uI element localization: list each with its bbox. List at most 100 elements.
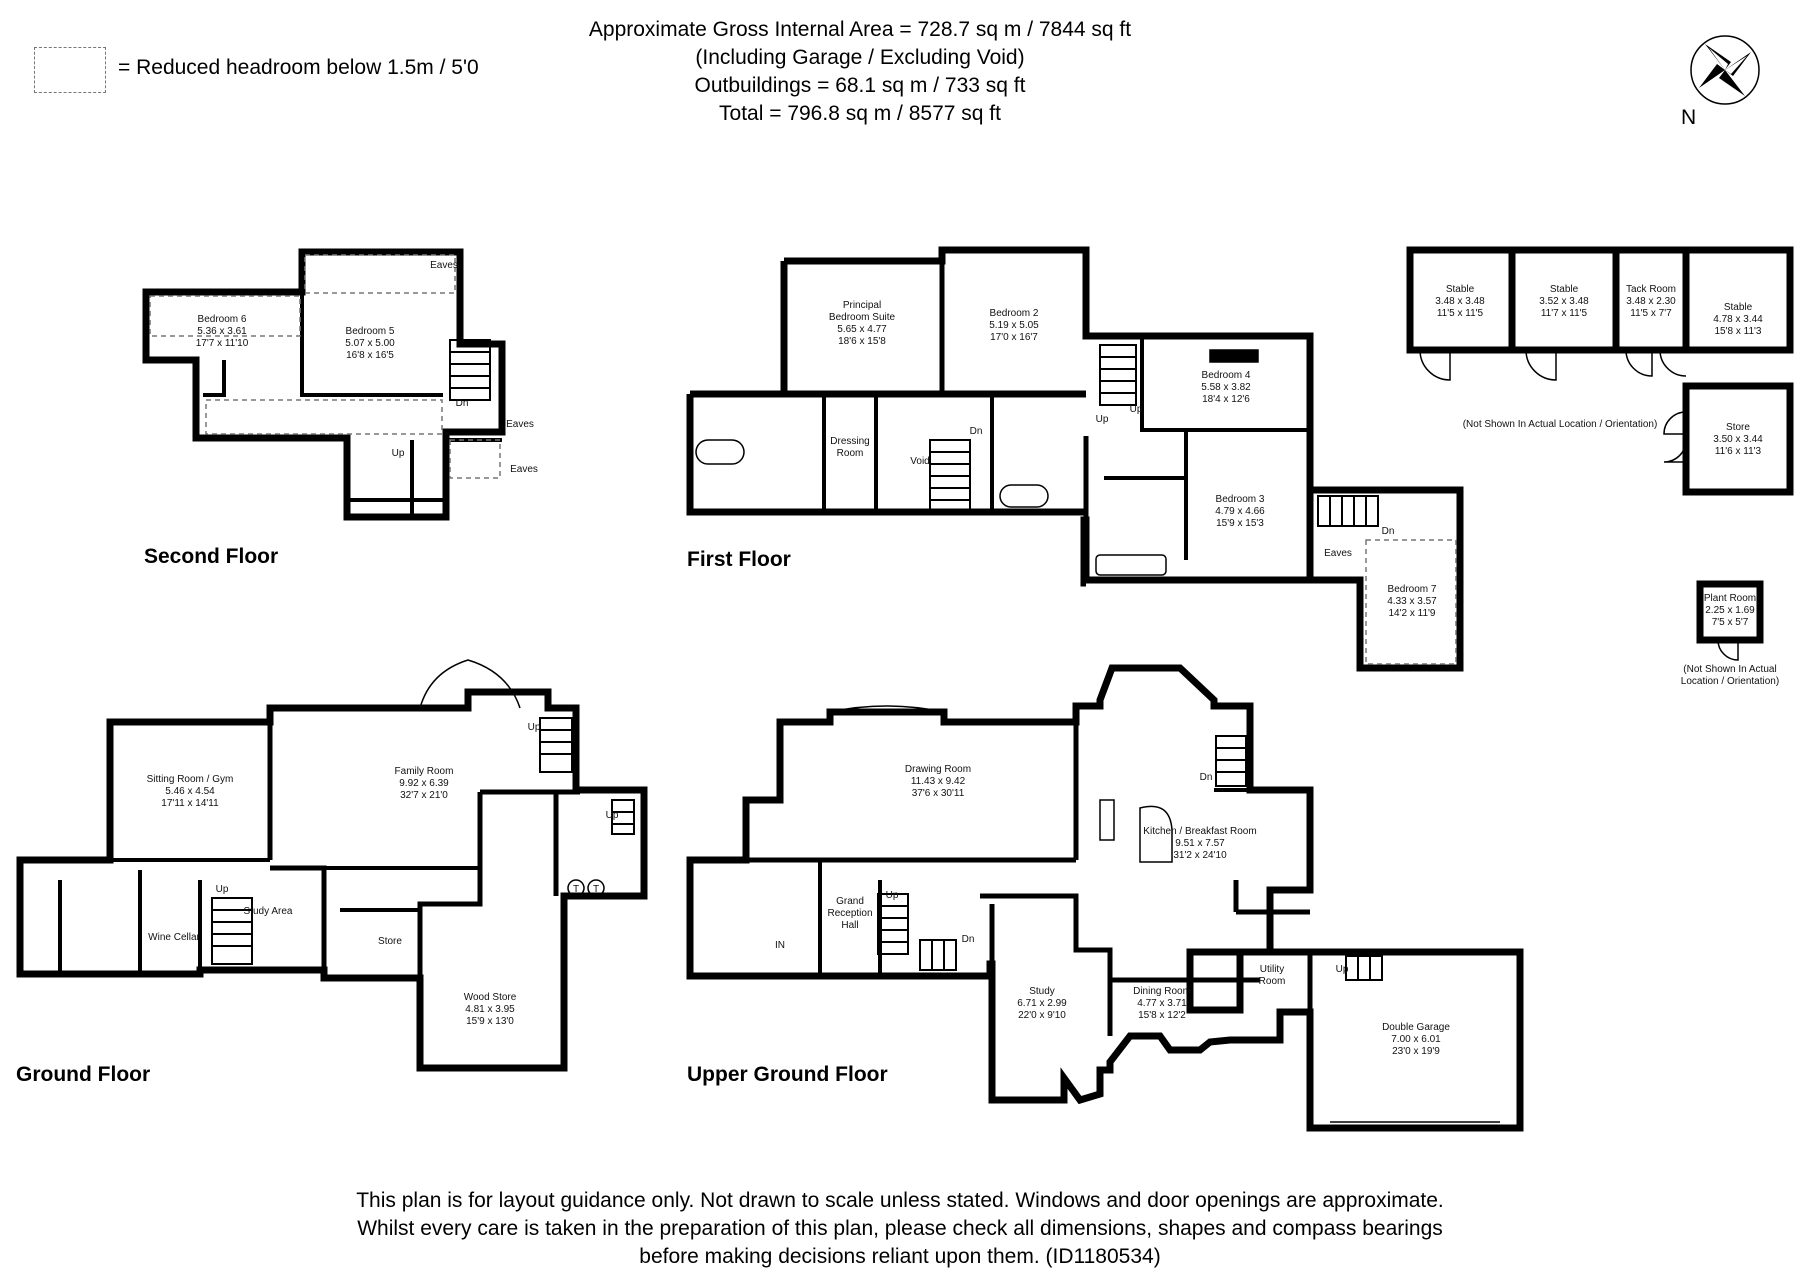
not-shown-note-2b: Location / Orientation) (1681, 676, 1779, 687)
stable1-name: Stable (1446, 284, 1475, 295)
wine-name: Wine Cellar (148, 932, 200, 943)
bedroom3-name: Bedroom 3 (1216, 494, 1265, 505)
drawing-room-bay-window (829, 705, 945, 713)
second-floor-title: Second Floor (144, 545, 279, 568)
principal-name2: Bedroom Suite (829, 312, 896, 323)
stable1-imperial: 11'5 x 11'5 (1437, 308, 1484, 319)
disclaimer-line-2: Whilst every care is taken in the prepar… (357, 1217, 1443, 1240)
bedroom7-metric: 4.33 x 3.57 (1387, 596, 1437, 607)
garage-metric: 7.00 x 6.01 (1391, 1034, 1441, 1045)
stable2-name: Stable (1550, 284, 1579, 295)
bedroom5-metric: 5.07 x 5.00 (345, 338, 395, 349)
up-label-ug-2: Up (1336, 964, 1349, 975)
not-shown-note-2a: (Not Shown In Actual (1683, 664, 1776, 675)
dining-imperial: 15'8 x 12'2 (1138, 1010, 1186, 1021)
kitchen-imperial: 31'2 x 24'10 (1173, 850, 1227, 861)
stable3-metric: 4.78 x 3.44 (1713, 314, 1763, 325)
dn-label-sf: Dn (456, 398, 469, 409)
first-floor-reduced-headroom (1365, 539, 1457, 665)
bedroom3-imperial: 15'9 x 15'3 (1216, 518, 1264, 529)
principal-metric: 5.65 x 4.77 (837, 324, 887, 335)
tank-t2: T (593, 884, 599, 895)
stable1-metric: 3.48 x 3.48 (1435, 296, 1485, 307)
area-summary-line-1: Approximate Gross Internal Area = 728.7 … (588, 18, 1132, 41)
store-g-name: Store (378, 936, 402, 947)
up-label-sf: Up (392, 448, 405, 459)
up-label-g-1: Up (528, 722, 541, 733)
upper-ground-stairs (877, 735, 1383, 981)
stable2-imperial: 11'7 x 11'5 (1541, 308, 1588, 319)
bedroom2-imperial: 17'0 x 16'7 (990, 332, 1038, 343)
reduced-headroom-legend-swatch (34, 47, 106, 93)
upper-ground-floor-title: Upper Ground Floor (687, 1063, 888, 1086)
utility-name: Utility (1260, 964, 1284, 975)
plant-imperial: 7'5 x 5'7 (1712, 617, 1749, 628)
bedroom4-name: Bedroom 4 (1202, 370, 1251, 381)
drawing-metric: 11.43 x 9.42 (911, 776, 966, 787)
stable3-name: Stable (1724, 302, 1753, 313)
wood-name: Wood Store (464, 992, 517, 1003)
bedroom7-name: Bedroom 7 (1388, 584, 1437, 595)
kitchen-metric: 9.51 x 7.57 (1175, 838, 1225, 849)
outbuildings-doors (1419, 349, 1739, 661)
sitting-name: Sitting Room / Gym (147, 774, 234, 785)
not-shown-note-1: (Not Shown In Actual Location / Orientat… (1463, 419, 1658, 430)
area-summary-line-2: (Including Garage / Excluding Void) (695, 46, 1025, 69)
garage-name: Double Garage (1382, 1022, 1450, 1033)
up-label-ff-1: Up (1096, 414, 1109, 425)
disclaimer-line-1: This plan is for layout guidance only. N… (356, 1189, 1444, 1212)
reduced-headroom-legend-text: = Reduced headroom below 1.5m / 5'0 (118, 56, 479, 79)
garage-imperial: 23'0 x 19'9 (1392, 1046, 1440, 1057)
bedroom4-metric: 5.58 x 3.82 (1201, 382, 1251, 393)
first-floor-stairs (929, 344, 1379, 527)
family-imperial: 32'7 x 21'0 (400, 790, 448, 801)
family-room-bay-window (419, 659, 521, 709)
family-metric: 9.92 x 6.39 (399, 778, 449, 789)
drawing-name: Drawing Room (905, 764, 971, 775)
dining-metric: 4.77 x 3.71 (1137, 998, 1187, 1009)
grand-name: Grand (836, 896, 864, 907)
dn-label-ug-2: Dn (1200, 772, 1213, 783)
dn-label-ff-1: Dn (970, 426, 983, 437)
store-out-name: Store (1726, 422, 1750, 433)
first-floor-bath-fixtures (695, 349, 1259, 576)
compass-north-label: N (1681, 106, 1697, 129)
tack-imperial: 11'5 x 7'7 (1630, 308, 1672, 319)
ground-floor-plan (16, 688, 648, 1072)
eaves-label-sf-2: Eaves (506, 419, 534, 430)
area-summary-line-4: Total = 796.8 sq m / 8577 sq ft (719, 102, 1001, 125)
second-floor-reduced-headroom (149, 254, 501, 479)
ground-floor-title: Ground Floor (16, 1063, 151, 1086)
study-area-name: Study Area (244, 906, 293, 917)
compass-rose-icon (1690, 35, 1760, 105)
sitting-metric: 5.46 x 4.54 (165, 786, 215, 797)
grand-name3: Hall (841, 920, 858, 931)
plant-metric: 2.25 x 1.69 (1705, 605, 1755, 616)
in-label: IN (775, 940, 785, 951)
principal-name: Principal (843, 300, 881, 311)
second-floor-stair (449, 339, 491, 401)
bedroom2-name: Bedroom 2 (990, 308, 1039, 319)
void-name: Void (910, 456, 929, 467)
wood-imperial: 15'9 x 13'0 (466, 1016, 514, 1027)
dining-name: Dining Room (1133, 986, 1191, 997)
tack-metric: 3.48 x 2.30 (1626, 296, 1676, 307)
study-name: Study (1029, 986, 1055, 997)
up-label-g-3: Up (606, 810, 619, 821)
bedroom5-name: Bedroom 5 (346, 326, 395, 337)
upper-ground-floor-plan (686, 664, 1524, 1132)
bedroom6-imperial: 17'7 x 11'10 (196, 338, 249, 349)
bedroom7-imperial: 14'2 x 11'9 (1388, 608, 1435, 619)
bedroom6-name: Bedroom 6 (198, 314, 247, 325)
dn-label-ug-1: Dn (962, 934, 975, 945)
dressing-name: Dressing (830, 436, 869, 447)
eaves-label-sf-1: Eaves (430, 260, 458, 271)
stable2-metric: 3.52 x 3.48 (1539, 296, 1589, 307)
grand-name2: Reception (827, 908, 872, 919)
eaves-label-sf-3: Eaves (510, 464, 538, 475)
store-out-imperial: 11'6 x 11'3 (1715, 446, 1762, 457)
bedroom4-imperial: 18'4 x 12'6 (1202, 394, 1250, 405)
first-floor-title: First Floor (687, 548, 791, 571)
bedroom6-metric: 5.36 x 3.61 (197, 326, 247, 337)
